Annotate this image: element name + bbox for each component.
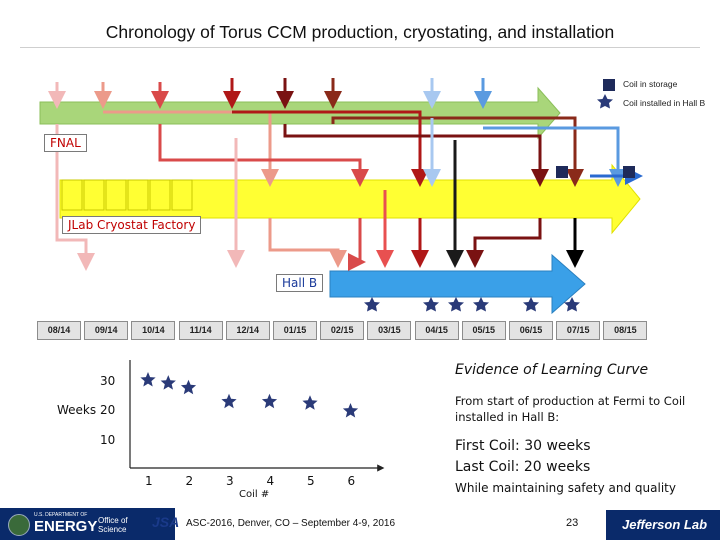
jlab-logo-block: Jefferson Lab (606, 510, 720, 540)
hallb-lane-arrow (329, 253, 586, 315)
learning-heading: Evidence of Learning Curve (455, 362, 649, 378)
fnal-lane-label: FNAL (44, 134, 87, 152)
conference-text: ASC-2016, Denver, CO – September 4-9, 20… (186, 518, 396, 529)
x-tick-label: 6 (347, 474, 356, 488)
timeline-month: 12/14 (225, 321, 270, 340)
coil-path-5 (283, 124, 549, 187)
first-coil-text: First Coil: 30 weeks (455, 438, 591, 454)
coil-drop-2 (268, 218, 347, 268)
timeline-month: 04/15 (414, 321, 459, 340)
doe-small-text: U.S. DEPARTMENT OF (34, 512, 88, 518)
timeline-month: 07/15 (556, 321, 601, 340)
x-tick-label: 3 (226, 474, 234, 488)
learning-chart-axes (129, 360, 385, 472)
coil-path-3 (158, 124, 369, 187)
installed-star-icon (423, 297, 439, 312)
timeline-month: 08/14 (37, 321, 81, 340)
data-point-star (302, 395, 318, 410)
learning-chart-points (140, 372, 359, 418)
installed-star-icon (564, 297, 580, 312)
doe-logo-block: U.S. DEPARTMENT OF ENERGY Office of Scie… (0, 508, 175, 540)
x-tick-label: 1 (145, 474, 153, 488)
storage-icon (556, 166, 568, 178)
timeline-month: 10/14 (131, 321, 176, 340)
storage-icon (623, 166, 635, 178)
jlab-lane-label: JLab Cryostat Factory (62, 216, 202, 234)
timeline-month: 03/15 (367, 321, 412, 340)
installed-stars (364, 94, 613, 312)
timeline-month: 06/15 (509, 321, 553, 340)
page-number: 23 (566, 517, 579, 529)
last-coil-text: Last Coil: 20 weeks (455, 459, 591, 475)
title-divider (20, 47, 700, 48)
installed-star-icon (473, 297, 489, 312)
x-tick-label: 4 (266, 474, 275, 488)
x-tick-label: 2 (185, 474, 194, 488)
jlab-slot (127, 179, 149, 211)
storage-markers (556, 79, 635, 178)
storage-icon (603, 79, 615, 91)
safety-note: While maintaining safety and quality (455, 481, 676, 495)
timeline-month: 05/15 (461, 321, 506, 340)
coil-drop-5 (466, 218, 542, 268)
y-tick-label: 20 (100, 403, 116, 417)
coil-path-4 (232, 110, 429, 187)
data-point-star (221, 393, 237, 409)
jlab-slot (61, 179, 83, 211)
jlab-slot (83, 179, 105, 211)
installed-star-icon (523, 297, 539, 312)
coil-path-8 (483, 126, 627, 187)
x-tick-label: 5 (307, 474, 315, 488)
page-title: Chronology of Torus CCM production, cryo… (105, 22, 615, 42)
data-point-star (160, 375, 176, 390)
installed-star-icon (364, 297, 380, 312)
timeline-month: 01/15 (273, 321, 317, 340)
data-point-star (342, 403, 359, 418)
installed-star-icon (448, 297, 464, 312)
jsa-logo: JSA (152, 514, 180, 530)
timeline-month: 08/15 (603, 321, 648, 340)
office-of-science-label: Office of Science (98, 516, 128, 534)
legend-star-icon (597, 94, 613, 109)
y-tick-label: 10 (100, 433, 116, 447)
jlab-slot (105, 179, 127, 211)
x-axis-label: Coil # (239, 489, 270, 500)
jlab-slot (149, 179, 171, 211)
timeline-month: 09/14 (84, 321, 129, 340)
doe-seal-icon (8, 514, 30, 536)
timeline-month: 02/15 (320, 321, 365, 340)
legend-storage-label: Coil in storage (623, 79, 678, 89)
coil-path-1 (55, 124, 95, 271)
data-point-star (140, 372, 156, 387)
timeline-month: 11/14 (178, 321, 223, 340)
legend-installed-label: Coil installed in Hall B (623, 98, 706, 108)
learning-description: From start of production at Fermi to Coi… (455, 394, 686, 424)
data-point-star (180, 379, 197, 395)
y-tick-label: 30 (100, 374, 116, 388)
jefferson-lab-logo: Jefferson Lab (622, 517, 708, 532)
y-axis-label: Weeks (57, 403, 97, 417)
data-point-star (261, 393, 278, 409)
footer: U.S. DEPARTMENT OF ENERGY Office of Scie… (0, 508, 720, 540)
jlab-slot (171, 179, 193, 211)
coil-flow-arrows (48, 78, 643, 271)
hallb-lane-label: Hall B (276, 274, 324, 292)
doe-energy-label: ENERGY (34, 518, 98, 535)
coil-path-6 (331, 116, 584, 187)
